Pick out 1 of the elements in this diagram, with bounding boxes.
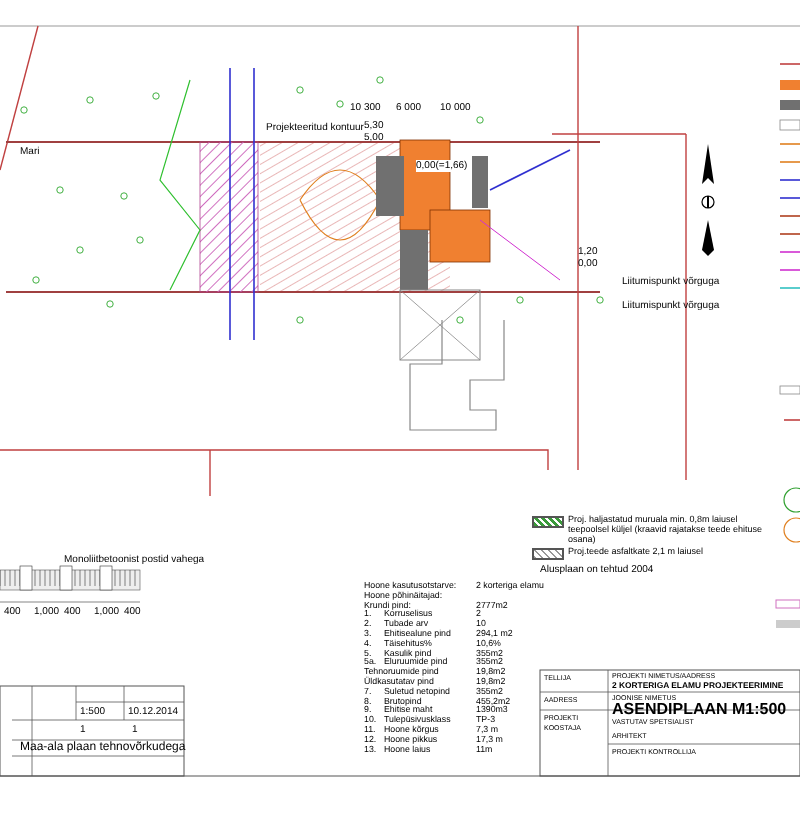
- title-block-text: ASENDIPLAAN M1:500: [612, 700, 787, 718]
